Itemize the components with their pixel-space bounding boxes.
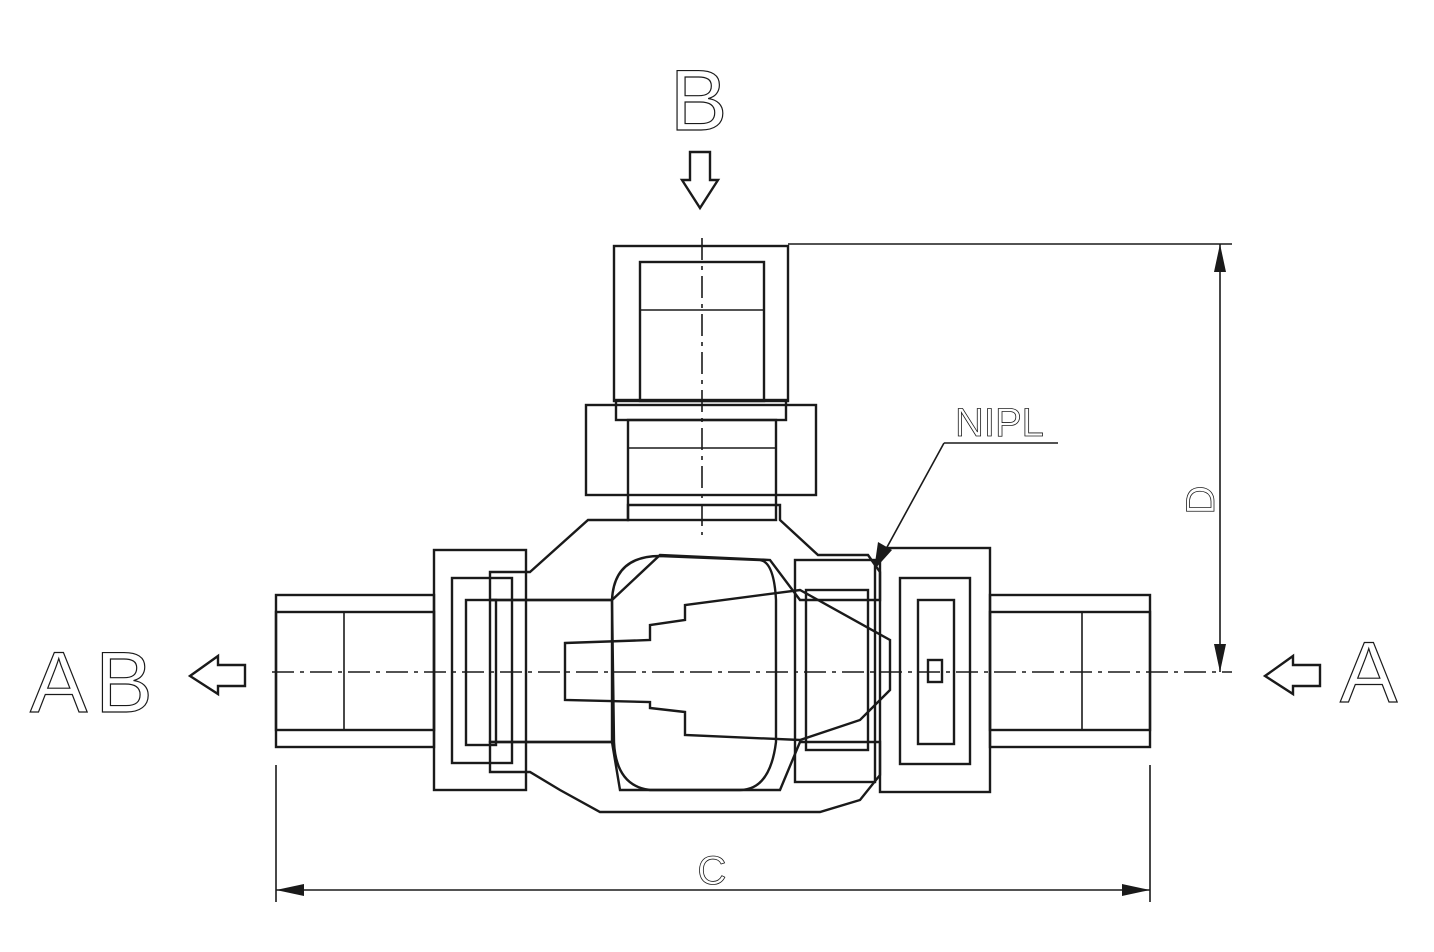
dim-d-arrow-top [1214, 244, 1226, 272]
dim-d-label: D [1179, 486, 1223, 515]
port-top-label: B [670, 53, 727, 149]
left-union [274, 548, 614, 792]
right-union [793, 546, 1152, 794]
port-left-label: AB [30, 635, 161, 731]
arrow-left-icon [187, 653, 247, 697]
dim-c-arrow-left [276, 884, 304, 896]
nipl-leader [879, 442, 945, 561]
nipl-arrowhead [874, 542, 892, 570]
top-connector [584, 244, 818, 522]
valve-body-lower [488, 740, 882, 814]
nipl-label: NIPL [955, 401, 1044, 445]
port-right-label: A [1340, 625, 1398, 721]
body-chamber [610, 554, 778, 792]
dim-c-arrow-right [1122, 884, 1150, 896]
arrow-down-icon [679, 150, 721, 211]
arrow-left-icon-right [1262, 653, 1322, 697]
dim-d-arrow-bottom [1214, 644, 1226, 672]
dim-c-label: C [698, 849, 727, 893]
